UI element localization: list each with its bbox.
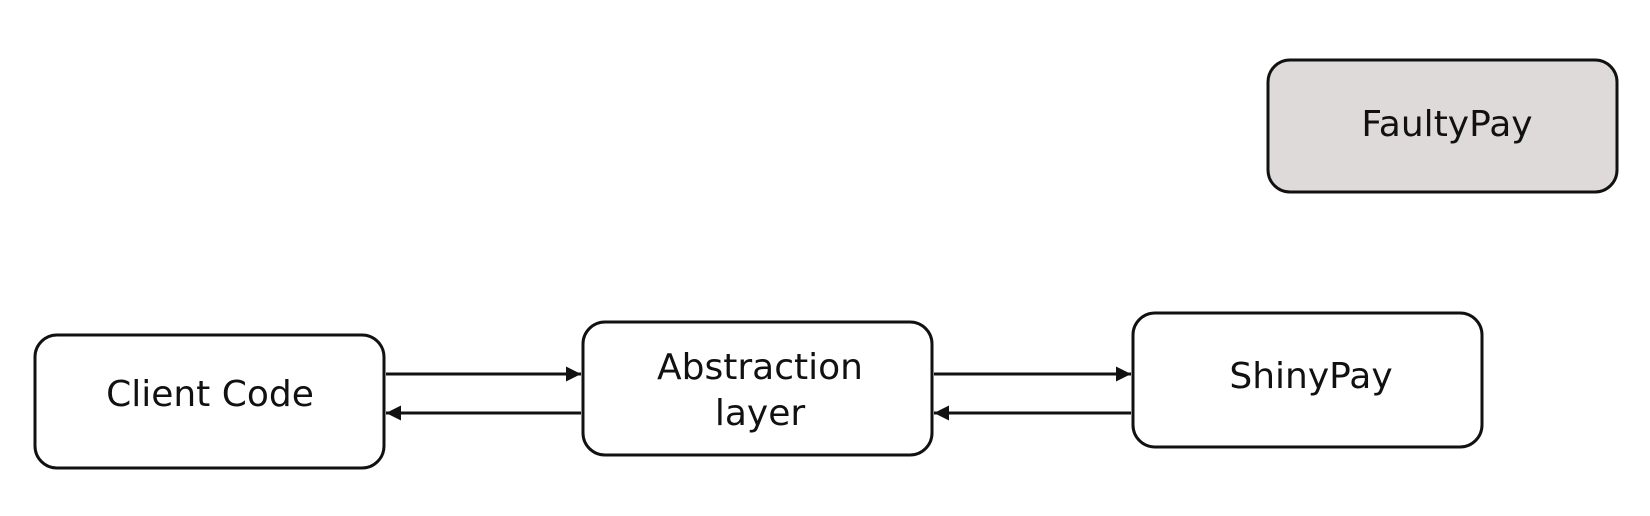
- client-code-label: Client Code: [106, 374, 314, 415]
- abstraction-layer-box: [581, 320, 934, 457]
- shinypay-node: ShinyPay: [1131, 311, 1484, 449]
- shinypay-label: ShinyPay: [1229, 356, 1392, 397]
- client-code-node: Client Code: [33, 333, 386, 470]
- faultypay-label: FaultyPay: [1361, 104, 1532, 145]
- faultypay-box: [1266, 58, 1619, 194]
- abstraction-layer-label-line2: layer: [715, 393, 806, 434]
- client-code-box: [33, 333, 386, 470]
- abstraction-layer-node: Abstraction layer: [581, 320, 934, 457]
- abstraction-layer-label-line1: Abstraction: [657, 347, 863, 388]
- shinypay-box: [1131, 311, 1484, 449]
- faultypay-node: FaultyPay: [1266, 58, 1619, 194]
